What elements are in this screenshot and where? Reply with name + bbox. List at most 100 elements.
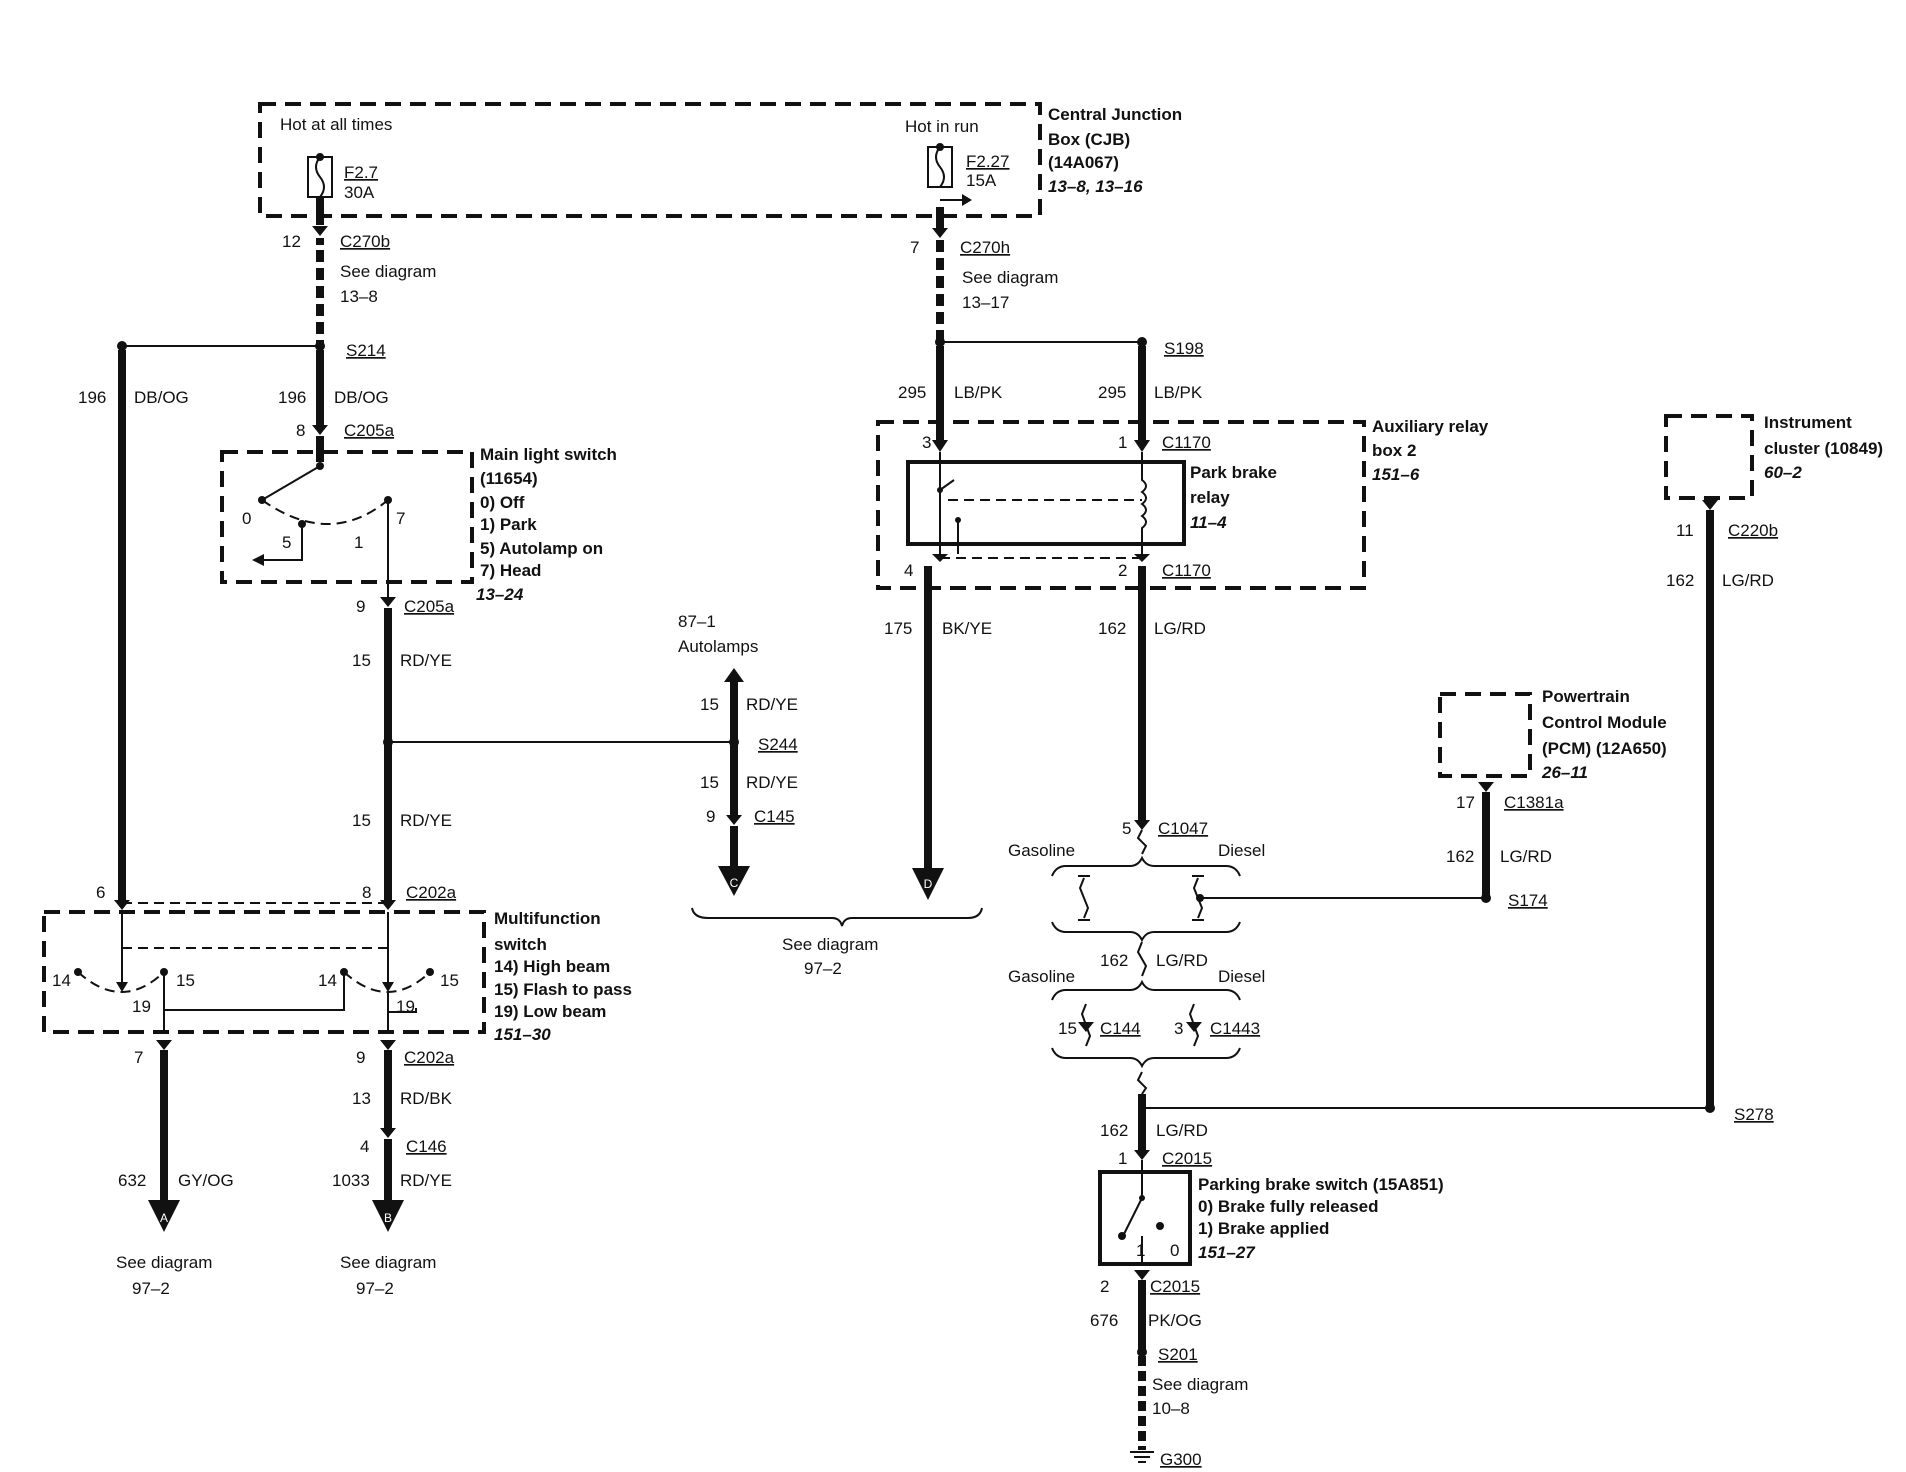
mf-pos-14: 14) High beam bbox=[494, 957, 610, 976]
main-light-switch: 8 C205a 0 5 1 7 Main light switch (11654… bbox=[220, 421, 734, 900]
park-switch-pos-1: 1) Brake applied bbox=[1198, 1219, 1329, 1238]
switch-terminal-7: 7 bbox=[396, 509, 405, 528]
gas-label-1: Gasoline bbox=[1008, 841, 1075, 860]
c205a-bot-pin: 9 bbox=[356, 597, 365, 616]
c146-pin: 4 bbox=[360, 1137, 369, 1156]
c1170-top-connector: C1170 bbox=[1162, 433, 1211, 452]
switch-terminal-0: 0 bbox=[242, 509, 251, 528]
cjb-title-line2: Box (CJB) bbox=[1048, 130, 1130, 149]
c2015-bot-pin: 2 bbox=[1100, 1277, 1109, 1296]
wire-162-gas-color: LG/RD bbox=[1156, 951, 1208, 970]
c220b-connector: C220b bbox=[1728, 521, 1778, 540]
wire-15-upper-num: 15 bbox=[352, 651, 371, 670]
s201-see-label: See diagram bbox=[1152, 1375, 1248, 1394]
c270h-connector: C270h bbox=[960, 238, 1010, 257]
wire-295-left-num: 295 bbox=[898, 383, 926, 402]
cjb-title-line3: (14A067) bbox=[1048, 153, 1119, 172]
wire-162-pcm-num: 162 bbox=[1446, 847, 1474, 866]
c2015-top-connector: C2015 bbox=[1162, 1149, 1212, 1168]
s201-splice: S201 bbox=[1158, 1345, 1198, 1364]
park-terminal-1: 1 bbox=[1136, 1241, 1145, 1260]
wire-196-left-num: 196 bbox=[78, 388, 106, 407]
wire-1033-color: RD/YE bbox=[400, 1171, 452, 1190]
auxiliary-relay-box: Auxiliary relay box 2 151–6 Park brake r… bbox=[876, 417, 1489, 900]
autolamps-label: Autolamps bbox=[678, 637, 758, 656]
diesel-label-1: Diesel bbox=[1218, 841, 1265, 860]
wire-15-auto-lower-color: RD/YE bbox=[746, 773, 798, 792]
c205a-bot-connector: C205a bbox=[404, 597, 455, 616]
c205a-top-pin: 8 bbox=[296, 421, 305, 440]
wire-15-auto-lower-num: 15 bbox=[700, 773, 719, 792]
pcm-title-1: Powertrain bbox=[1542, 687, 1630, 706]
fuse-f2-7-id: F2.7 bbox=[344, 163, 378, 182]
wire-13-color: RD/BK bbox=[400, 1089, 453, 1108]
c202a-br-pin: 9 bbox=[356, 1048, 365, 1067]
see-diagram-b-label: See diagram bbox=[340, 1253, 436, 1272]
c202a-bl-pin: 7 bbox=[134, 1048, 143, 1067]
wire-632-color: GY/OG bbox=[178, 1171, 234, 1190]
g300-ground: G300 bbox=[1160, 1450, 1202, 1469]
c1381a-connector: C1381a bbox=[1504, 793, 1564, 812]
c2015-bot-connector: C2015 bbox=[1150, 1277, 1200, 1296]
fuse-f2-27-id: F2.27 bbox=[966, 152, 1009, 171]
c145-connector: C145 bbox=[754, 807, 795, 826]
wire-15-upper-color: RD/YE bbox=[400, 651, 452, 670]
wire-162-park-color: LG/RD bbox=[1156, 1121, 1208, 1140]
main-switch-pos-0: 0) Off bbox=[480, 493, 525, 512]
park-terminal-0: 0 bbox=[1170, 1241, 1179, 1260]
see-diagram-cd-ref: 97–2 bbox=[804, 959, 842, 978]
pcm-title-3: (PCM) (12A650) bbox=[1542, 739, 1667, 758]
powertrain-control-module: Powertrain Control Module (PCM) (12A650)… bbox=[1438, 687, 1667, 910]
main-switch-title-2: (11654) bbox=[480, 469, 538, 488]
switch-terminal-5: 5 bbox=[282, 533, 291, 552]
see-diagram-a-ref: 97–2 bbox=[132, 1279, 170, 1298]
wire-1033-num: 1033 bbox=[332, 1171, 370, 1190]
main-switch-pos-7: 7) Head bbox=[480, 561, 541, 580]
cjb-title-line1: Central Junction bbox=[1048, 105, 1182, 124]
wire-676-num: 676 bbox=[1090, 1311, 1118, 1330]
wire-295-left-color: LB/PK bbox=[954, 383, 1003, 402]
wire-295-right-color: LB/PK bbox=[1154, 383, 1203, 402]
wire-162-relay-num: 162 bbox=[1098, 619, 1126, 638]
main-switch-ref: 13–24 bbox=[476, 585, 524, 604]
c270b-pin: 12 bbox=[282, 232, 301, 251]
cjb-ref: 13–8, 13–16 bbox=[1048, 177, 1143, 196]
c270h-see-ref: 13–17 bbox=[962, 293, 1009, 312]
c220b-pin: 11 bbox=[1676, 521, 1694, 540]
s244-splice: S244 bbox=[758, 735, 798, 754]
diesel-label-2: Diesel bbox=[1218, 967, 1265, 986]
cluster-title-2: cluster (10849) bbox=[1764, 439, 1883, 458]
c1170-pin3: 3 bbox=[922, 433, 931, 452]
c1047-pin: 5 bbox=[1122, 819, 1131, 838]
mf-pos-15: 15) Flash to pass bbox=[494, 980, 632, 999]
wire-175-num: 175 bbox=[884, 619, 912, 638]
s174-splice: S174 bbox=[1508, 891, 1548, 910]
autolamps-circuit: 87–1 Autolamps C 15 RD/YE S244 15 RD/YE … bbox=[678, 612, 983, 978]
c270b-see-label: See diagram bbox=[340, 262, 436, 281]
see-diagram-b-ref: 97–2 bbox=[356, 1279, 394, 1298]
fuse-f2-7-amp: 30A bbox=[344, 183, 375, 202]
c270h-see-label: See diagram bbox=[962, 268, 1058, 287]
pcm-title-2: Control Module bbox=[1542, 713, 1667, 732]
wire-162-cluster-num: 162 bbox=[1666, 571, 1694, 590]
aux-relay-ref: 151–6 bbox=[1372, 465, 1420, 484]
c1170-pin2: 2 bbox=[1118, 561, 1127, 580]
fuse-f2-7-icon bbox=[307, 153, 333, 198]
aux-relay-title-1: Auxiliary relay bbox=[1372, 417, 1489, 436]
hot-at-all-times-label: Hot at all times bbox=[280, 115, 392, 134]
c1170-bot-connector: C1170 bbox=[1162, 561, 1211, 580]
park-brake-relay-title-1: Park brake bbox=[1190, 463, 1277, 482]
mf-title-1: Multifunction bbox=[494, 909, 601, 928]
s201-see-ref: 10–8 bbox=[1152, 1399, 1190, 1418]
c1170-pin1: 1 bbox=[1118, 433, 1127, 452]
s278-splice: S278 bbox=[1734, 1105, 1774, 1124]
park-switch-title: Parking brake switch (15A851) bbox=[1198, 1175, 1444, 1194]
c270h-pin: 7 bbox=[910, 238, 919, 257]
c270b-connector: C270b bbox=[340, 232, 390, 251]
parking-brake-switch: 162 LG/RD 1 C2015 1 0 Parking brake swit… bbox=[1090, 1094, 1444, 1469]
c1443-connector: C1443 bbox=[1210, 1019, 1260, 1038]
fuse-f2-27-amp: 15A bbox=[966, 171, 997, 190]
right-feed-circuit: 7 C270h See diagram 13–17 S198 295 LB/PK… bbox=[898, 207, 1204, 440]
arrow-a-label: A bbox=[160, 1211, 168, 1225]
